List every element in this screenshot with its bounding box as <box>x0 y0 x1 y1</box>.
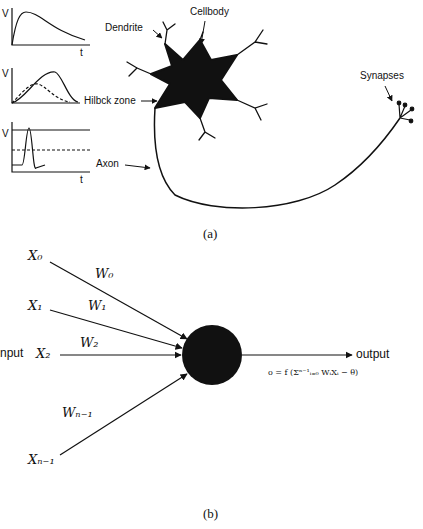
variable-label: Xₙ₋₁ <box>28 452 55 467</box>
axis-label: t <box>80 47 83 58</box>
synapse-terminals <box>397 101 414 123</box>
variable-label: W₁ <box>88 298 107 313</box>
axon <box>154 108 400 208</box>
leader-arrow <box>201 21 205 44</box>
leader-arrow <box>141 101 157 102</box>
part-label: Dendrite <box>105 22 143 33</box>
potential-plots <box>12 8 90 172</box>
spike-curve <box>12 128 45 168</box>
io-label: nput <box>0 346 23 360</box>
variable-label: X₀ <box>28 248 42 263</box>
input-line <box>50 262 187 339</box>
variable-label: X₁ <box>28 298 42 313</box>
part-label: Hilbck zone <box>84 95 136 106</box>
leader-arrow <box>125 165 150 168</box>
input-line <box>60 354 181 355</box>
io-label: output <box>356 347 389 361</box>
neuron <box>127 22 414 208</box>
input-line <box>50 310 182 348</box>
panel-caption: (a) <box>203 226 217 242</box>
axis-label: t <box>80 174 83 185</box>
axis-label: V <box>2 8 9 19</box>
plot-axes <box>12 68 80 103</box>
plot-axes <box>12 122 90 172</box>
perceptron <box>50 262 352 455</box>
plot-curve <box>12 72 78 103</box>
neuron-circle <box>182 325 242 385</box>
panel-caption: (b) <box>203 506 218 522</box>
formula-text: o = f (Σⁿ⁻¹ᵢ₌₀ WᵢXᵢ − θ) <box>268 368 358 377</box>
plot-curve <box>12 12 85 45</box>
input-lines <box>50 262 352 455</box>
leader-arrows <box>125 21 392 168</box>
leader-arrow <box>153 30 162 38</box>
cell-body <box>151 40 237 118</box>
plot-curve-dashed <box>12 84 70 103</box>
input-line <box>60 374 187 455</box>
variable-label: Wₙ₋₁ <box>62 405 93 420</box>
threshold-line <box>12 129 90 130</box>
part-label: Cellbody <box>190 6 229 17</box>
part-label: Axon <box>96 158 119 169</box>
output-line <box>242 354 352 355</box>
variable-label: W₂ <box>80 335 99 350</box>
leader-arrow <box>385 86 392 101</box>
dendrites <box>127 22 267 140</box>
axis-label: V <box>2 68 9 79</box>
part-label: Synapses <box>360 70 404 81</box>
variable-label: X₂ <box>36 346 50 361</box>
rest-line <box>12 149 90 150</box>
axis-label: V <box>2 128 9 139</box>
variable-label: W₀ <box>95 266 114 281</box>
plot-axes <box>12 8 90 45</box>
